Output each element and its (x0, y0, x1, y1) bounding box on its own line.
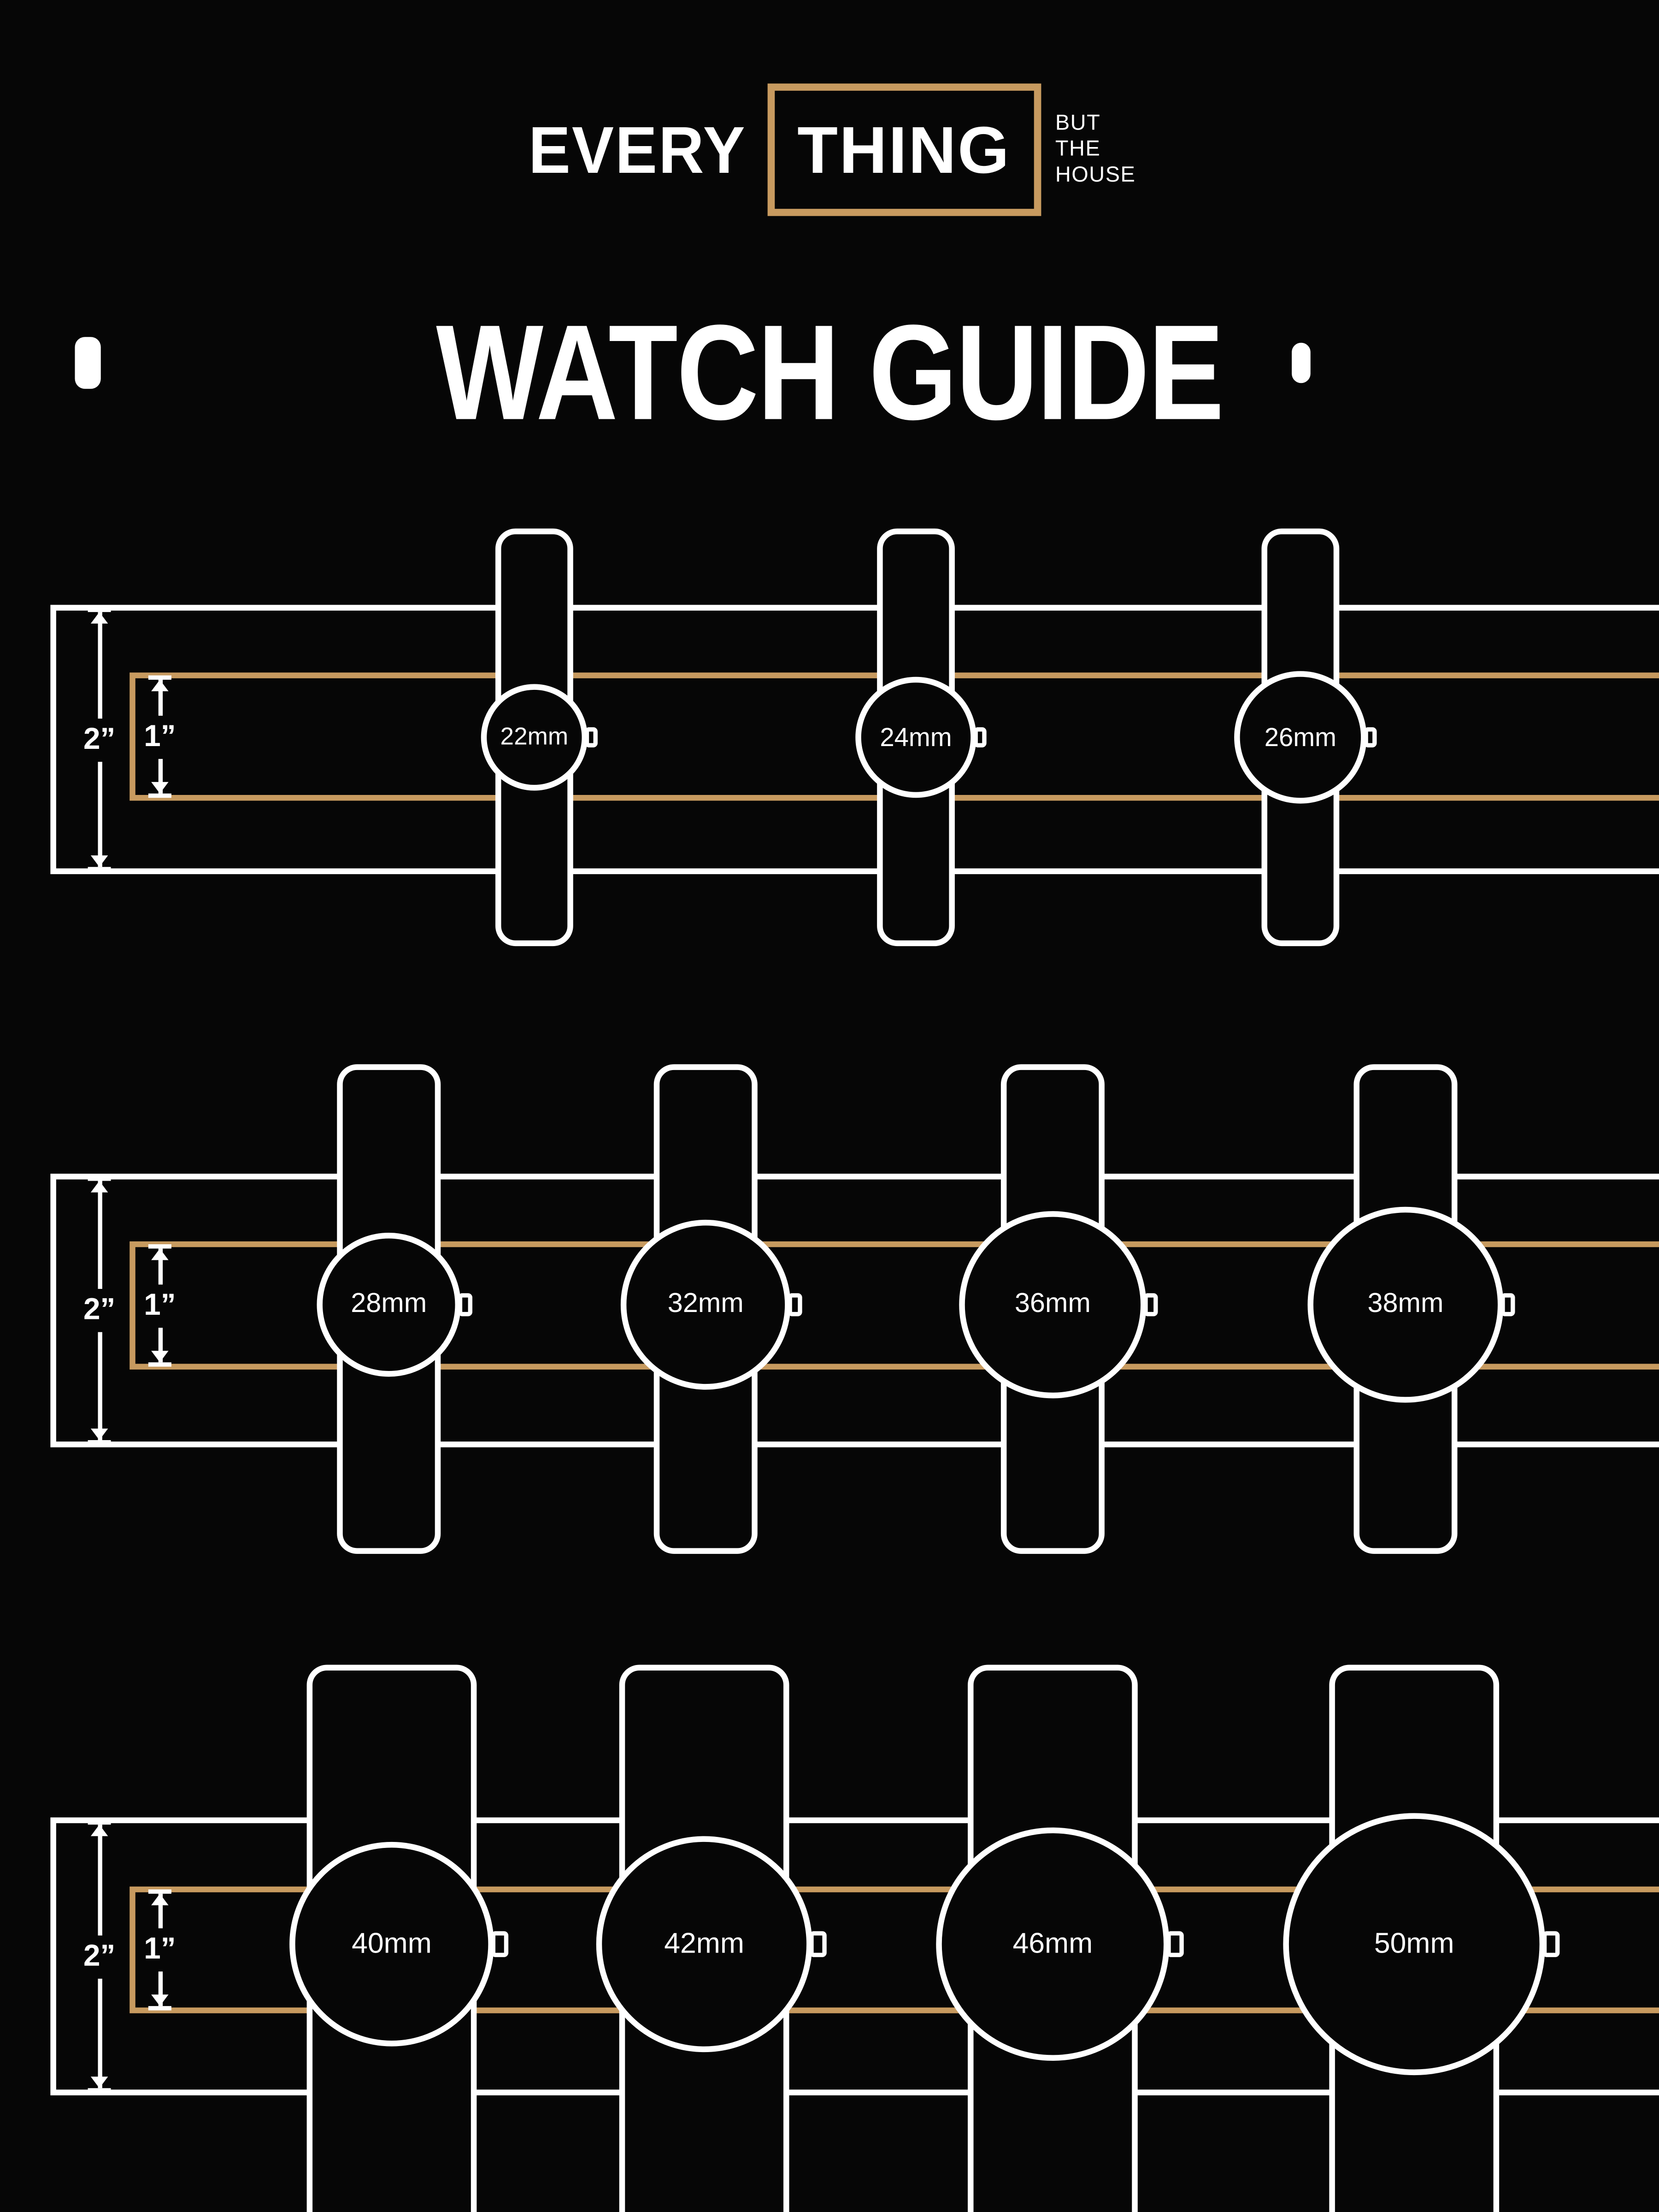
dimension-label-1inch: 1” (144, 719, 176, 753)
watch-face-22mm: 22mm (481, 684, 588, 791)
watch-face-26mm: 26mm (1234, 671, 1367, 804)
band-1inch-row2 (129, 1241, 1659, 1370)
ebth-logo: EVERY THING BUT THE HOUSE (0, 83, 1659, 216)
dimension-label-2inch: 2” (83, 1939, 116, 1972)
dimension-label-1inch: 1” (144, 1932, 176, 1966)
watch-face-24mm: 24mm (855, 677, 977, 798)
watch-face-46mm: 46mm (936, 1827, 1170, 2061)
watch-face-38mm: 38mm (1307, 1206, 1504, 1403)
band-1inch-row3 (129, 1886, 1659, 2013)
dimension-2inch-row3: 2” (83, 1820, 115, 2093)
watch-size-label: 22mm (500, 723, 569, 751)
decorative-mark-left (75, 337, 101, 389)
dimension-label-2inch: 2” (83, 1293, 116, 1327)
watch-size-label: 42mm (664, 1927, 744, 1959)
watch-size-label: 32mm (667, 1288, 744, 1319)
watch-size-label: 40mm (352, 1927, 432, 1959)
dimension-1inch-row1: 1” (144, 675, 176, 798)
logo-tagline-the: THE (1055, 136, 1101, 161)
watch-face-36mm: 36mm (959, 1211, 1147, 1399)
watch-face-40mm: 40mm (289, 1841, 494, 2047)
band-2inch-row1 (50, 605, 1659, 874)
watch-size-label: 50mm (1374, 1927, 1454, 1959)
decorative-mark-right (1292, 342, 1311, 383)
watch-size-label: 26mm (1264, 722, 1336, 751)
watch-size-label: 38mm (1367, 1288, 1444, 1319)
dimension-2inch-row2: 2” (83, 1177, 115, 1445)
dimension-2inch-row1: 2” (83, 607, 115, 871)
dimension-1inch-row2: 1” (144, 1244, 176, 1367)
dimension-label-1inch: 1” (144, 1288, 176, 1322)
logo-word-thing-boxed: THING (767, 83, 1041, 216)
logo-tagline-house: HOUSE (1055, 163, 1136, 188)
logo-tagline-but: BUT (1055, 111, 1101, 135)
logo-tagline: BUT THE HOUSE (1055, 111, 1136, 189)
watch-size-label: 24mm (880, 722, 952, 751)
dimension-label-2inch: 2” (83, 722, 116, 756)
band-2inch-row2 (50, 1173, 1659, 1447)
page-title: WATCH GUIDE (436, 296, 1224, 448)
watch-face-28mm: 28mm (317, 1233, 461, 1377)
watch-face-32mm: 32mm (620, 1219, 791, 1390)
watch-size-label: 28mm (351, 1288, 427, 1319)
dimension-1inch-row3: 1” (144, 1889, 176, 2011)
watch-size-label: 36mm (1014, 1288, 1091, 1319)
watch-crown-icon (491, 1931, 509, 1957)
watch-face-42mm: 42mm (596, 1836, 812, 2053)
logo-word-every: EVERY (529, 112, 747, 188)
watch-face-50mm: 50mm (1283, 1813, 1546, 2076)
watch-size-label: 46mm (1012, 1927, 1093, 1959)
